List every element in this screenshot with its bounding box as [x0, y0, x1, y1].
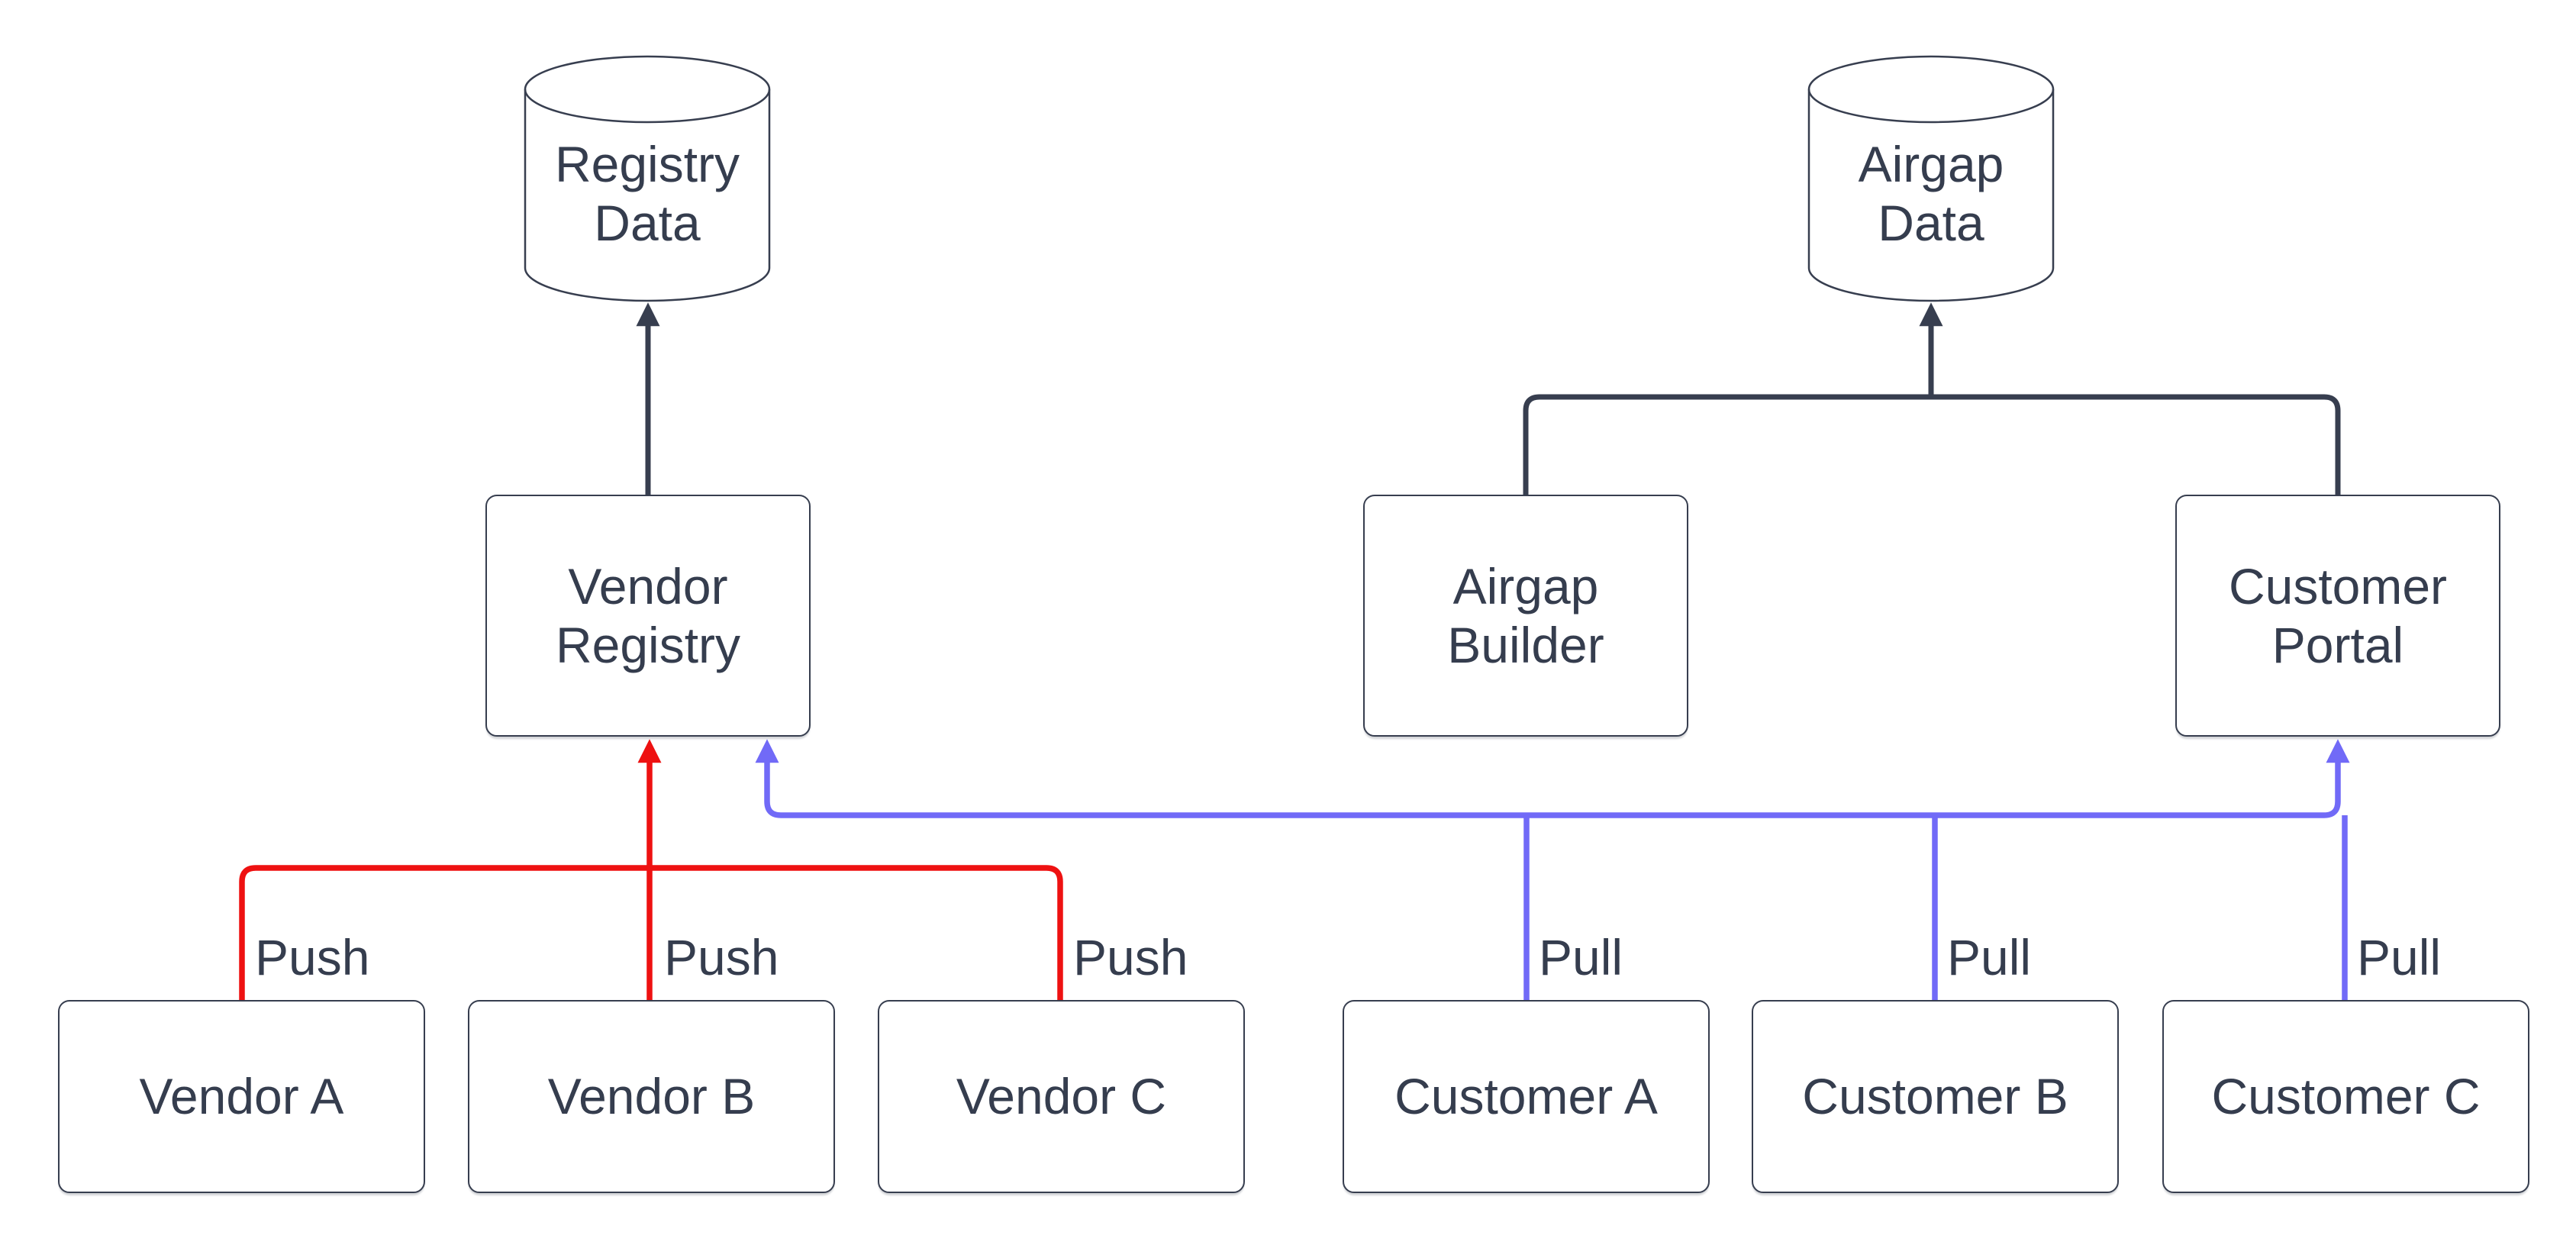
edge-label-push-vendor-b: Push [664, 928, 779, 986]
edge-customer-portal-trunk [1931, 394, 2341, 496]
edge-label-pull-customer-c: Pull [2357, 928, 2442, 986]
edge-label-pull-customer-a: Pull [1539, 928, 1623, 986]
node-label: Registry Data [554, 136, 740, 251]
node-label: Vendor Registry [555, 557, 741, 673]
node-vendor-registry: Vendor Registry [485, 495, 811, 737]
airgap-data-cylinder-rim [1807, 89, 2055, 124]
node-airgap-data [1807, 55, 2055, 302]
edge-pull-trunk-to-vendor-registry [755, 739, 1527, 818]
registry-data-label-area: Registry Data [525, 98, 769, 290]
node-label: Airgap Builder [1447, 557, 1604, 673]
node-customer-b: Customer B [1752, 1000, 2119, 1193]
registry-data-cylinder-rim [524, 89, 771, 124]
edge-vendor-c-push [650, 865, 1063, 1000]
node-customer-c: Customer C [2162, 1000, 2529, 1193]
node-customer-portal: Customer Portal [2175, 495, 2500, 737]
node-label: Vendor B [547, 1068, 756, 1125]
node-vendor-a: Vendor A [58, 1000, 425, 1193]
edge-pull-trunk-to-customer-portal [1527, 739, 2350, 818]
node-registry-data [524, 55, 771, 302]
node-label: Vendor C [956, 1068, 1167, 1125]
node-label: Customer A [1394, 1068, 1658, 1125]
node-label: Vendor A [139, 1068, 344, 1125]
node-airgap-builder: Airgap Builder [1363, 495, 1688, 737]
edge-label-pull-customer-b: Pull [1947, 928, 2032, 986]
edge-label-push-vendor-a: Push [255, 928, 370, 986]
edge-vendor-a-push [239, 865, 650, 1000]
node-vendor-b: Vendor B [468, 1000, 835, 1193]
airgap-data-label-area: Airgap Data [1809, 98, 2053, 290]
edge-airgap-builder-trunk [1523, 394, 1931, 496]
node-label: Customer B [1802, 1068, 2068, 1125]
node-customer-a: Customer A [1343, 1000, 1710, 1193]
edge-label-push-vendor-c: Push [1073, 928, 1188, 986]
node-vendor-c: Vendor C [878, 1000, 1245, 1193]
node-label: Customer Portal [2228, 557, 2448, 673]
node-label: Customer C [2211, 1068, 2481, 1125]
node-label: Airgap Data [1858, 136, 2004, 251]
